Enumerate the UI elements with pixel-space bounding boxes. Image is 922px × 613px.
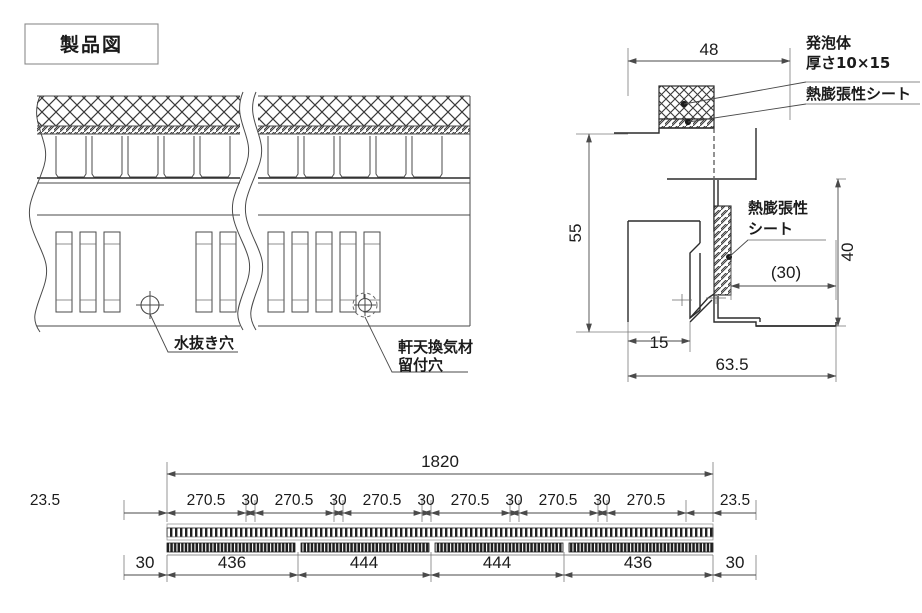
break-line-middle-b [244, 91, 264, 331]
dim-63-5: 63.5 [627, 326, 837, 382]
vent-openings-upper-right [267, 136, 443, 178]
chain-top-12: 23.5 [720, 492, 750, 509]
soffit-vent-hole-marker [352, 292, 378, 318]
dim-chain-top: 23.5 270.5 30 270.5 30 270.5 30 270.5 30… [30, 492, 757, 522]
chain-top-8: 30 [505, 492, 523, 509]
sheet-label-top: 熱膨張性シート [806, 85, 911, 103]
chain-bottom-3: 444 [483, 553, 511, 572]
chain-bottom-4: 436 [624, 553, 652, 572]
foam-label-line1: 発泡体 [805, 34, 852, 52]
dim-55: 55 [566, 133, 660, 333]
chain-top-6: 30 [417, 492, 435, 509]
drain-hole-label: 水抜き穴 [174, 334, 234, 352]
chain-top-7: 270.5 [451, 492, 490, 509]
chain-top-9: 270.5 [539, 492, 578, 509]
chain-bottom-1: 436 [218, 553, 246, 572]
dim-30-ref-value: (30) [771, 263, 801, 282]
dim-40-value: 40 [838, 243, 857, 262]
dim-overall-1820: 1820 [166, 452, 714, 492]
dim-63-5-value: 63.5 [715, 355, 748, 374]
soffit-vent-hole-leader [364, 316, 468, 373]
plan-view: 1820 [30, 452, 757, 582]
sheet-leader [687, 103, 807, 123]
chain-top-4: 30 [329, 492, 347, 509]
chain-top-1: 270.5 [187, 492, 226, 509]
soffit-vent-hole-label-line2: 留付穴 [398, 356, 443, 374]
dim-40: 40 [835, 178, 857, 327]
thermal-sheet-strip [713, 205, 732, 296]
dim-overall-value: 1820 [421, 452, 459, 471]
lower-slots-right [267, 231, 381, 313]
sheet-label-mid-line2: シート [748, 220, 793, 238]
title-box: 製品図 [24, 23, 159, 65]
chain-top-5: 270.5 [363, 492, 402, 509]
lower-slots-left [55, 231, 121, 313]
section-view: 48 発泡体 厚さ10×15 熱膨張性シート 55 [566, 34, 920, 382]
chain-top-3: 270.5 [275, 492, 314, 509]
chain-top-2: 30 [241, 492, 259, 509]
mesh-band-left [37, 95, 240, 135]
drain-hole-leader [149, 313, 238, 353]
sheet-label-mid-line1: 熱膨張性 [748, 199, 808, 217]
break-line-left [28, 95, 48, 333]
front-elevation-view: 水抜き穴 軒天換気材 留付穴 [28, 91, 473, 374]
dim-chain-bottom: 30 436 444 444 436 30 [123, 552, 757, 582]
chain-bottom-0: 30 [136, 553, 155, 572]
foam-leader [683, 81, 807, 105]
mesh-band-right [258, 95, 470, 135]
soffit-vent-hole-label-line1: 軒天換気材 [398, 338, 473, 356]
chain-bottom-2: 444 [350, 553, 378, 572]
chain-top-0: 23.5 [30, 492, 60, 509]
dim-48: 48 [627, 40, 791, 120]
title-box-label: 製品図 [59, 34, 123, 56]
dim-15: 15 [627, 322, 691, 352]
plan-product-body [166, 523, 714, 556]
chain-bottom-5: 30 [726, 553, 745, 572]
dim-15-value: 15 [650, 333, 669, 352]
chain-top-11: 270.5 [627, 492, 666, 509]
dim-48-value: 48 [700, 40, 719, 59]
vent-openings-upper-left [55, 136, 231, 178]
dim-55-value: 55 [566, 224, 585, 243]
lower-slots-mid [195, 231, 237, 313]
chain-top-10: 30 [593, 492, 611, 509]
break-line-middle-a [231, 91, 251, 331]
foam-label-line2: 厚さ10×15 [806, 54, 890, 72]
